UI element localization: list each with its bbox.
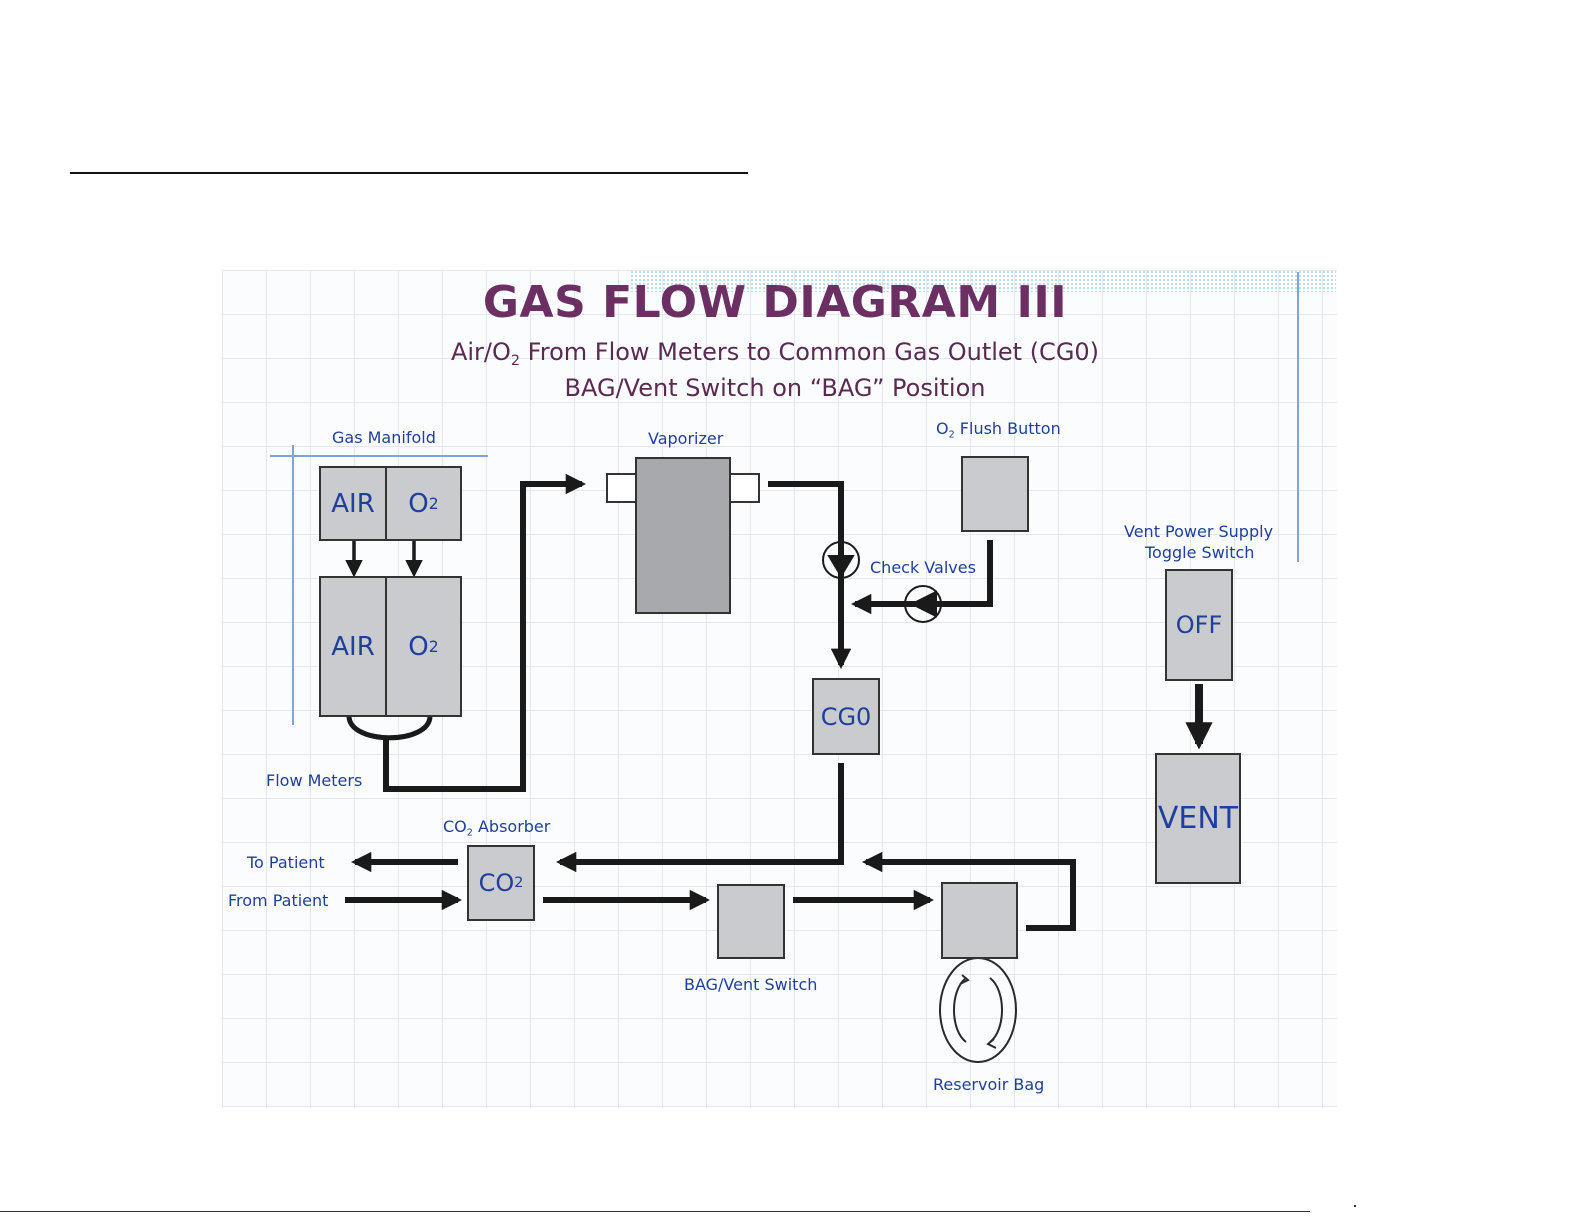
manifold-air-box: AIR: [319, 466, 387, 541]
gas-manifold-label: Gas Manifold: [332, 428, 436, 447]
subtitle-line-2: BAG/Vent Switch on “BAG” Position: [564, 374, 986, 402]
subtitle-pre: Air/O: [450, 338, 511, 366]
bottom-rule: [0, 1211, 1310, 1212]
top-rule: [70, 172, 748, 174]
dotted-band: [630, 270, 1336, 292]
co2-pre: CO: [478, 869, 515, 897]
to-patient-label: To Patient: [247, 853, 325, 872]
flow-meters-label: Flow Meters: [266, 771, 363, 790]
check-valves-label: Check Valves: [870, 558, 976, 577]
off-box: OFF: [1165, 569, 1233, 681]
co2-absorber-post: Absorber: [472, 817, 551, 836]
corner-mark: [1354, 1205, 1356, 1207]
o2-flush-pre: O: [936, 419, 949, 438]
meters-to-vaporizer-line: [383, 473, 587, 792]
check-valve-1: [822, 541, 860, 579]
flow-meter-air-box: AIR: [319, 576, 387, 717]
meter-connector-curve: [346, 715, 433, 741]
bag-vent-switch-box: [717, 884, 785, 959]
co2-absorber-sub: 2: [466, 827, 473, 839]
manifold-guide-line: [270, 455, 488, 457]
reservoir-bag-icon: [939, 957, 1017, 1063]
o2-flush-button-box: [961, 456, 1029, 532]
flush-to-cgo-line: [850, 540, 993, 615]
reservoir-box: [941, 882, 1018, 959]
o2-flush-post: Flush Button: [954, 419, 1061, 438]
subtitle-sub: 2: [510, 353, 521, 370]
meter-o2-sub: 2: [428, 637, 439, 656]
o2-flush-sub: 2: [948, 429, 955, 441]
vaporizer-left-port: [606, 473, 638, 503]
subtitle-line-1: Air/O2 From Flow Meters to Common Gas Ou…: [330, 338, 1220, 369]
from-patient-label: From Patient: [228, 891, 329, 910]
diagram-title: GAS FLOW DIAGRAM III: [482, 277, 1068, 328]
left-guide-line: [292, 445, 294, 725]
o2-flush-label: O2 Flush Button: [936, 419, 1061, 440]
vent-box: VENT: [1155, 753, 1241, 884]
vaporizer-box: [635, 457, 731, 614]
vaporizer-right-port: [728, 473, 760, 503]
bag-vent-switch-label: BAG/Vent Switch: [684, 975, 818, 994]
check-valve-2: [904, 585, 942, 623]
vaporizer-label: Vaporizer: [648, 429, 724, 448]
manifold-o2-pre: O: [408, 488, 429, 519]
reservoir-return-line: [861, 851, 1076, 931]
diagram-panel: [222, 270, 1337, 1108]
cgo-box: CG0: [812, 678, 880, 755]
co2-sub: 2: [514, 875, 524, 891]
subtitle-post: From Flow Meters to Common Gas Outlet (C…: [520, 338, 1100, 366]
co2-absorber-pre: CO: [443, 817, 467, 836]
vent-power-label-1: Vent Power Supply: [1124, 522, 1274, 541]
co2-absorber-label: CO2 Absorber: [443, 817, 550, 838]
vent-power-label-2: Toggle Switch: [1145, 543, 1255, 562]
right-guide-line: [1297, 272, 1299, 562]
reservoir-bag-label: Reservoir Bag: [933, 1075, 1045, 1094]
cgo-to-co2-line: [555, 763, 844, 873]
manifold-o2-sub: 2: [428, 494, 439, 513]
vaporizer-to-cgo-line: [768, 481, 852, 670]
meter-o2-pre: O: [408, 631, 429, 662]
